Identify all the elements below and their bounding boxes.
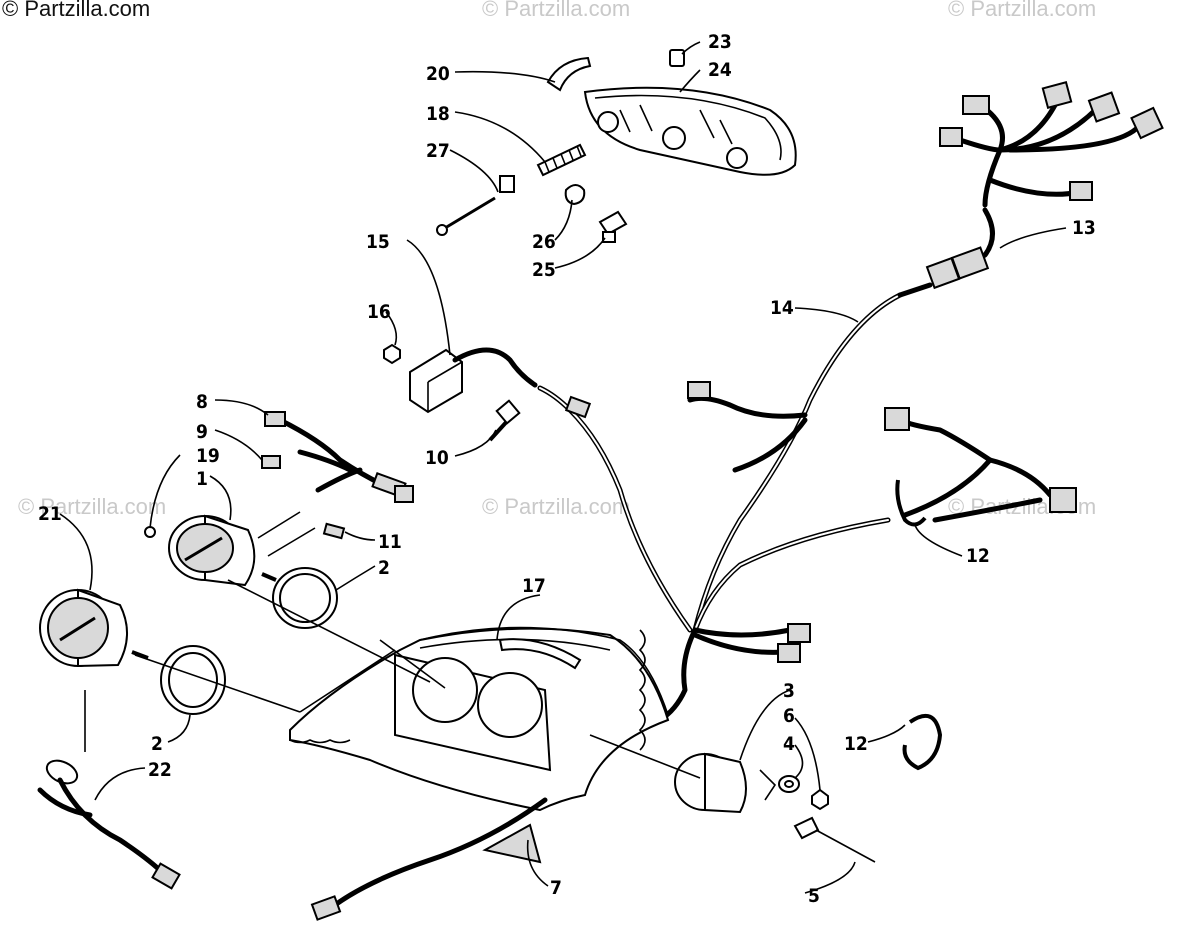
callout-16: 16: [367, 301, 391, 323]
main-wiring-harness[interactable]: [537, 282, 1077, 723]
bulb[interactable]: [564, 184, 586, 206]
callout-13: 13: [1072, 217, 1096, 239]
gauge-nut[interactable]: [811, 788, 829, 811]
callout-12-upper: 12: [966, 545, 990, 567]
speedometer[interactable]: [39, 588, 149, 668]
callout-10: 10: [425, 447, 449, 469]
callout-26: 26: [532, 231, 556, 253]
callout-14: 14: [770, 297, 794, 319]
callout-27: 27: [426, 140, 450, 162]
bulb-socket[interactable]: [598, 210, 628, 243]
socket-and-wire[interactable]: [37, 756, 181, 890]
decal[interactable]: [482, 823, 542, 864]
callout-6: 6: [783, 705, 795, 727]
watermark-top-right: © Partzilla.com: [948, 0, 1097, 21]
adjusting-screw[interactable]: [436, 175, 515, 236]
washer[interactable]: [778, 775, 800, 793]
callout-labels: 20 23 24 18 27 26 25 13 14 15 16 10 8 9 …: [38, 31, 1096, 907]
callout-9: 9: [196, 421, 208, 443]
harness-clamp[interactable]: [902, 713, 943, 771]
lower-harness[interactable]: [310, 797, 548, 921]
gauge-bezel[interactable]: [272, 567, 338, 629]
gauge-bezel-lower[interactable]: [160, 645, 226, 715]
callout-2-upper: 2: [378, 557, 390, 579]
callout-17: 17: [522, 575, 546, 597]
headlight-harness[interactable]: [925, 81, 1164, 290]
trim-strip[interactable]: [546, 56, 592, 92]
callout-1: 1: [196, 468, 208, 490]
callout-7: 7: [550, 877, 562, 899]
voltage-regulator[interactable]: [409, 347, 538, 414]
watermark-mid-left: © Partzilla.com: [18, 494, 167, 519]
leader-lines: [59, 41, 1067, 894]
callout-18: 18: [426, 103, 450, 125]
callout-5: 5: [808, 885, 820, 907]
callout-11: 11: [378, 531, 402, 553]
harness-clamp-upper[interactable]: [895, 479, 927, 527]
callout-8: 8: [196, 391, 208, 413]
dash-panel[interactable]: [289, 626, 670, 812]
callout-21: 21: [38, 503, 62, 525]
callout-20: 20: [426, 63, 450, 85]
callout-2-lower: 2: [151, 733, 163, 755]
watermark-top-center: © Partzilla.com: [482, 0, 631, 21]
regulator-bolt[interactable]: [488, 399, 521, 442]
watermark-top-left: © Partzilla.com: [2, 0, 151, 21]
gauge-screw[interactable]: [144, 526, 156, 538]
gauge-harness[interactable]: [261, 411, 414, 540]
callout-23: 23: [708, 31, 732, 53]
watermark-mid-center: © Partzilla.com: [482, 494, 631, 519]
speedometer-cable[interactable]: [793, 816, 876, 863]
callout-22: 22: [148, 759, 172, 781]
callout-15: 15: [366, 231, 390, 253]
tachometer[interactable]: [168, 514, 277, 587]
callout-12-right: 12: [844, 733, 868, 755]
callout-25: 25: [532, 259, 556, 281]
callout-4: 4: [783, 733, 795, 755]
callout-24: 24: [708, 59, 732, 81]
adjusting-spring[interactable]: [536, 143, 587, 177]
gauge-housing[interactable]: [674, 752, 777, 814]
headlight-assembly[interactable]: [583, 86, 797, 176]
callout-19: 19: [196, 445, 220, 467]
callout-3: 3: [783, 680, 795, 702]
nut[interactable]: [383, 343, 401, 365]
clip-nut[interactable]: [669, 49, 685, 67]
